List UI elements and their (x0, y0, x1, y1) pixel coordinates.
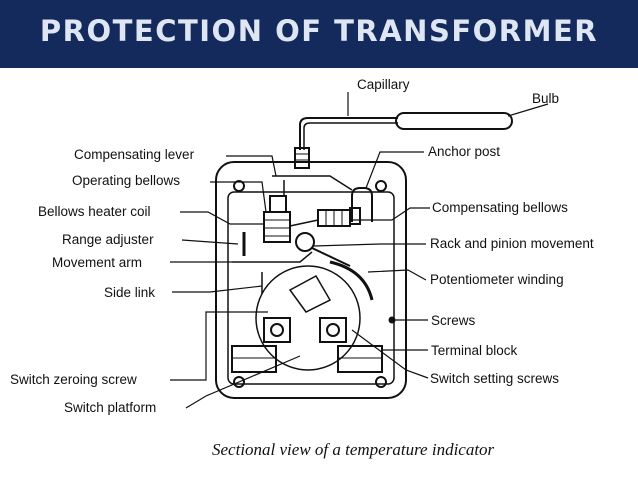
anchor-post (351, 187, 373, 222)
leader-rack-and-pinion (313, 243, 426, 247)
label-range-adjuster: Range adjuster (62, 232, 154, 247)
leader-bellows-heater-coil (180, 211, 264, 225)
terminal-block-right (337, 345, 383, 373)
compensating-lever (272, 175, 353, 191)
corner-screw-bl (233, 376, 245, 388)
leader-potentiometer-winding (367, 269, 427, 281)
switch-right (319, 317, 347, 343)
capillary-tube (299, 117, 398, 150)
bellows-heater-coil (269, 195, 287, 213)
leader-side-link (172, 285, 263, 293)
label-bellows-heater-coil: Bellows heater coil (38, 204, 151, 219)
leader-anchor-post (365, 151, 424, 189)
rack (311, 247, 351, 267)
corner-screw-br (375, 376, 387, 388)
label-bulb: Bulb (532, 91, 560, 106)
bulb (395, 112, 513, 130)
label-side-link: Side link (104, 285, 156, 300)
leader-range-adjuster (181, 239, 239, 245)
label-potentiometer-winding: Potentiometer winding (430, 272, 564, 287)
label-compensating-bellows: Compensating bellows (432, 200, 568, 215)
corner-screw-tr (375, 180, 387, 192)
label-operating-bellows: Operating bellows (72, 173, 181, 188)
leader-compensating-bellows (350, 207, 430, 221)
operating-bellows (263, 211, 291, 243)
leader-switch-zeroing-screw (170, 311, 268, 381)
leader-compensating-lever (226, 155, 277, 177)
label-screws: Screws (431, 313, 476, 328)
movement-arm (232, 251, 313, 263)
corner-screw-tl (233, 180, 245, 192)
switch-left (263, 317, 291, 343)
leader-switch-setting-screws (351, 329, 429, 379)
title-banner (0, 0, 638, 68)
dial-disc (255, 265, 361, 371)
capillary-fitting (294, 147, 310, 169)
outer-casing (215, 161, 407, 399)
leader-bulb (507, 103, 549, 117)
label-movement-arm: Movement arm (52, 255, 143, 270)
figure-caption: Sectional view of a temperature indicato… (212, 440, 495, 459)
leader-operating-bellows (210, 181, 267, 213)
potentiometer-winding (329, 260, 374, 301)
label-capillary: Capillary (357, 77, 410, 92)
label-switch-zeroing-screw: Switch zeroing screw (10, 372, 137, 387)
terminal-block-left (231, 345, 277, 373)
leader-switch-platform (185, 355, 301, 409)
label-terminal-block: Terminal block (431, 343, 518, 358)
pinion (295, 232, 315, 252)
label-compensating-lever: Compensating lever (74, 147, 195, 162)
page-title: PROTECTION OF TRANSFORMER (39, 14, 599, 48)
label-switch-platform: Switch platform (64, 400, 157, 415)
label-rack-and-pinion: Rack and pinion movement (430, 236, 594, 251)
label-anchor-post: Anchor post (428, 144, 501, 159)
label-switch-setting-screws: Switch setting screws (430, 371, 560, 386)
inner-plate (227, 191, 395, 385)
